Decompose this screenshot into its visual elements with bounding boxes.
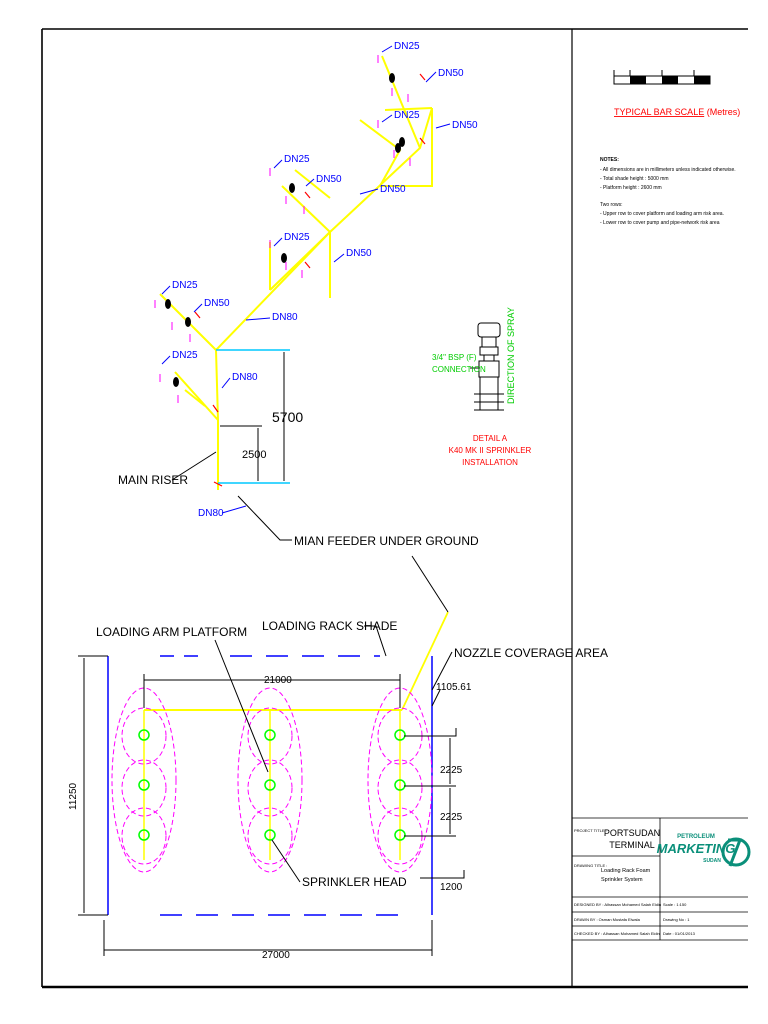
notes-line-3: - Platform height : 2600 mm <box>600 185 662 191</box>
leader-nozzle-coverage <box>431 651 453 691</box>
company-logo: PETROLEUM MARKETING SUDAN <box>657 834 751 867</box>
title-block-grid <box>572 817 748 941</box>
notes-line-2: - Total shade height : 5000 mm <box>600 176 669 182</box>
plan-dimensions <box>78 655 465 956</box>
dim-end-offset: 1105.61 <box>436 682 472 693</box>
dim-spacing-2: 2225 <box>440 812 463 823</box>
logo-line3: SUDAN <box>703 858 721 864</box>
notes-block: NOTES: - All dimensions are in millimete… <box>600 157 736 226</box>
logo-line2: MARKETING <box>657 841 736 856</box>
riser-dimensions <box>216 349 290 484</box>
iso-red-marks <box>194 73 426 487</box>
label-dn25-e: DN25 <box>172 280 198 291</box>
callout-loading-rack-shade: LOADING RACK SHADE <box>262 619 397 633</box>
label-dn25-d: DN25 <box>284 232 310 243</box>
notes-rows-heading: Two rows: <box>600 202 623 208</box>
label-dn50-b: DN50 <box>452 120 478 131</box>
callout-main-feeder: MIAN FEEDER UNDER GROUND <box>294 534 479 548</box>
dn-labels: DN25 DN50 DN25 DN50 DN25 DN50 DN50 DN25 … <box>172 41 478 519</box>
leader-main-feeder <box>237 495 292 541</box>
dn-leaders <box>161 45 451 514</box>
label-dn50-a: DN50 <box>438 68 464 79</box>
leader-main-feeder-plan <box>411 555 449 613</box>
label-dn80-a: DN80 <box>272 312 298 323</box>
detail-title-line2: K40 MK II SPRINKLER <box>449 446 532 455</box>
notes-line-1: - All dimensions are in millimeters unle… <box>600 167 736 173</box>
label-dn25-b: DN25 <box>394 110 420 121</box>
notes-row-2: - Lower row to cover pump and pipe-netwo… <box>600 220 720 226</box>
label-dn80-b: DN80 <box>232 372 258 383</box>
tb-drawing-label: DRAWING TITLE : <box>574 863 607 868</box>
dim-shade-width: 11250 <box>68 782 79 810</box>
iso-spray-marks <box>154 55 411 403</box>
logo-line1: PETROLEUM <box>677 834 715 840</box>
tb-drawing-no: Drawing No : 1 <box>663 917 690 922</box>
iso-sprinklers <box>165 73 405 387</box>
sprinkler-heads <box>138 729 406 841</box>
dim-shade-length: 27000 <box>262 950 290 961</box>
sheet-border <box>41 28 748 989</box>
leader-sprinkler-head <box>271 839 301 883</box>
tb-project-line2: TERMINAL <box>609 840 655 850</box>
tb-date: Date : 01/01/2013 <box>663 931 696 936</box>
dim-riser-height: 5700 <box>272 409 303 425</box>
label-dn80-c: DN80 <box>198 508 224 519</box>
tb-drawing-line1: Loading Rack Foam <box>601 868 651 874</box>
tb-project-label: PROJECT TITLE : <box>574 828 607 833</box>
dim-riser-lower: 2500 <box>242 449 266 461</box>
label-dn50-f: DN50 <box>204 298 230 309</box>
detail-connection-line1: 3/4" BSP (F) <box>432 353 477 362</box>
nozzle-leader <box>401 611 449 711</box>
dim-edge-offset: 1200 <box>440 882 463 893</box>
typical-bar-scale <box>613 70 711 85</box>
callout-nozzle-coverage: NOZZLE COVERAGE AREA <box>454 646 608 660</box>
detail-a-sprinkler <box>474 322 504 411</box>
leader-main-riser <box>171 451 217 481</box>
detail-connection-line2: CONNECTION <box>432 365 486 374</box>
dim-rack-width: 21000 <box>264 675 292 686</box>
detail-title-line1: DETAIL A <box>473 434 508 443</box>
label-dn50-e: DN50 <box>346 248 372 259</box>
label-dn25-f: DN25 <box>172 350 198 361</box>
notes-row-1: - Upper row to cover platform and loadin… <box>600 211 724 217</box>
tb-project-line1: PORTSUDAN <box>604 828 660 838</box>
tb-checked-by: CHECKED BY : Alhassan Mohamed Salah Eldi… <box>574 931 660 936</box>
plan-branch-pipes <box>143 710 401 860</box>
callout-loading-arm-platform: LOADING ARM PLATFORM <box>96 625 247 639</box>
label-dn25-c: DN25 <box>284 154 310 165</box>
label-dn25-a: DN25 <box>394 41 420 52</box>
notes-heading: NOTES: <box>600 157 619 163</box>
label-dn50-c: DN50 <box>316 174 342 185</box>
leader-loading-arm-platform <box>214 639 269 773</box>
detail-spray-direction: DIRECTION OF SPRAY <box>506 307 516 404</box>
dim-spacing-1: 2225 <box>440 765 463 776</box>
tb-designed-by: DESIGNED BY : Alhassan Mohamed Salah Eld… <box>574 902 661 907</box>
tb-drawing-line2: Sprinkler System <box>601 877 643 883</box>
tb-scale: Scale : 1:150 <box>663 902 687 907</box>
label-dn50-d: DN50 <box>380 184 406 195</box>
callout-main-riser: MAIN RISER <box>118 473 188 487</box>
tb-drawn-by: DRAWN BY : Osman Mustafa Elwala <box>574 917 641 922</box>
callout-sprinkler-head: SPRINKLER HEAD <box>302 875 407 889</box>
leader-loading-rack-shade <box>364 625 387 657</box>
title-block-fields: DESIGNED BY : Alhassan Mohamed Salah Eld… <box>574 902 696 936</box>
scale-bar-label: TYPICAL BAR SCALE (Metres) <box>614 107 740 117</box>
detail-title-line3: INSTALLATION <box>462 458 518 467</box>
